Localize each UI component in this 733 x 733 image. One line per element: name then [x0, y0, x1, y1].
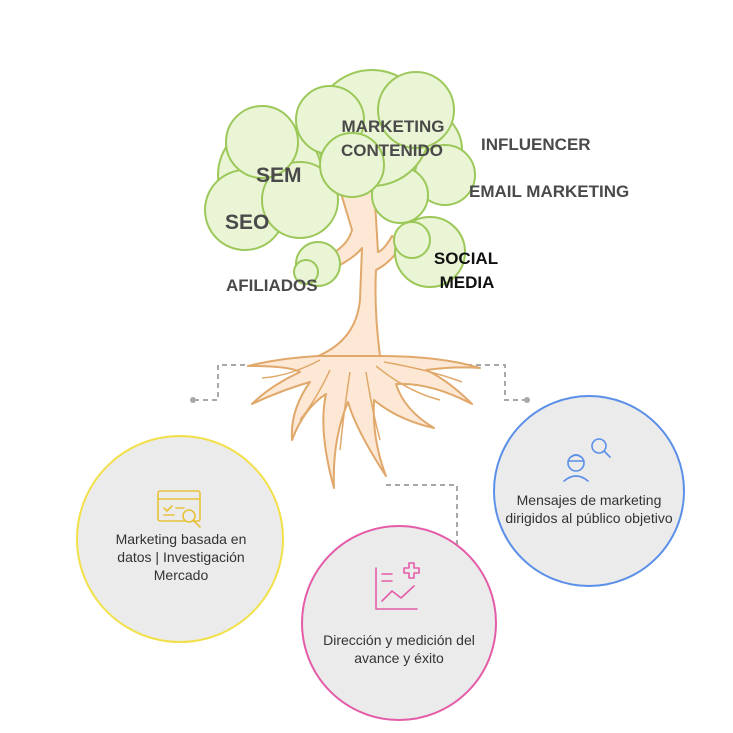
label-seo: SEO — [225, 211, 269, 234]
connectors — [193, 364, 527, 592]
circle-left — [76, 435, 284, 643]
target-audience-icon — [563, 438, 611, 482]
connector-left — [193, 364, 245, 401]
circle-middle-text: Dirección y medición del avance y éxito — [323, 632, 475, 666]
data-analysis-icon — [157, 490, 201, 528]
label-sem: SEM — [256, 164, 302, 187]
label-marketing-contenido-1: MARKETING — [342, 117, 445, 136]
circle-left-text: Marketing basada en datos | Investigació… — [115, 531, 247, 583]
label-email-marketing: EMAIL MARKETING — [469, 182, 629, 201]
connector-right-dot — [524, 397, 530, 403]
label-influencer: INFLUENCER — [481, 135, 591, 154]
label-social-media-2: MEDIA — [440, 273, 495, 292]
connector-left-dot — [190, 397, 196, 403]
label-marketing-contenido-2: CONTENIDO — [341, 141, 443, 160]
circle-right-text: Mensajes de marketing dirigidos al públi… — [505, 492, 673, 526]
label-social-media-1: SOCIAL — [434, 249, 498, 268]
roots — [247, 355, 481, 489]
chart-progress-icon — [375, 562, 420, 610]
root-lines — [261, 359, 463, 451]
circle-middle — [301, 525, 497, 721]
circle-right — [493, 395, 685, 587]
connector-right — [467, 364, 527, 401]
label-afiliados: AFILIADOS — [226, 276, 318, 295]
foliage — [204, 69, 476, 288]
